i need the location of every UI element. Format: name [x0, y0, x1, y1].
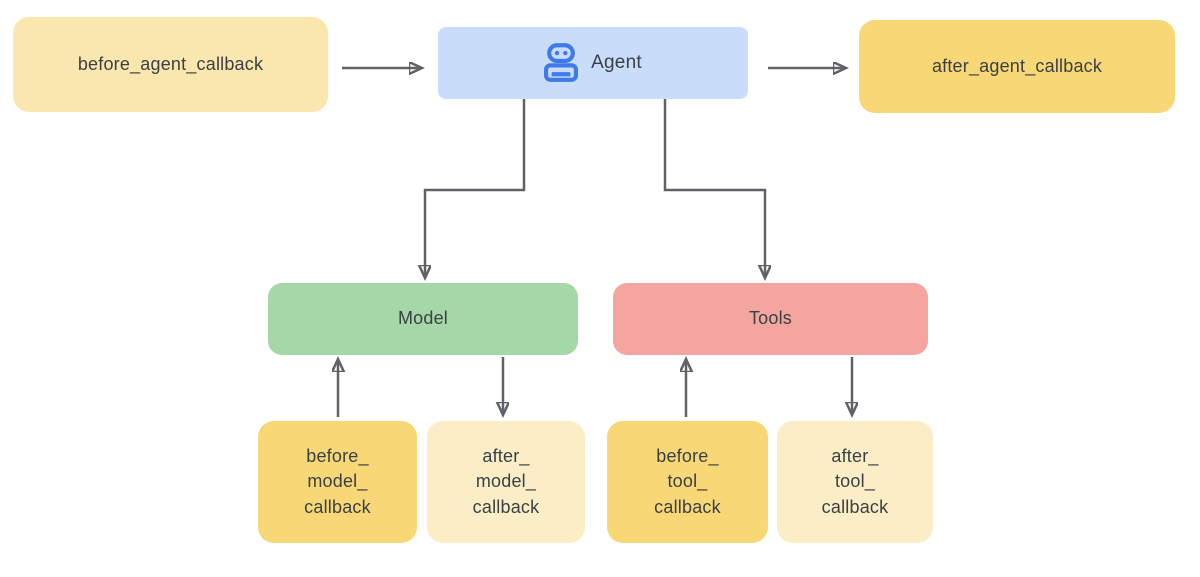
node-tools: Tools: [613, 283, 928, 355]
node-label: after_ model_ callback: [472, 446, 540, 517]
node-before-model-callback: before_ model_ callback: [258, 421, 417, 543]
node-before-tool-callback: before_ tool_ callback: [607, 421, 768, 543]
node-before-agent-callback: before_agent_callback: [13, 17, 328, 112]
node-label: before_ tool_ callback: [654, 446, 721, 517]
node-label: before_agent_callback: [77, 53, 264, 74]
node-label: after_agent_callback: [931, 55, 1103, 76]
robot-icon: [544, 43, 579, 83]
node-label: before_ model_ callback: [304, 446, 371, 517]
node-label: Tools: [748, 308, 793, 329]
node-label: Model: [397, 308, 449, 329]
node-after-tool-callback: after_ tool_ callback: [777, 421, 933, 543]
node-label: after_ tool_ callback: [821, 446, 889, 517]
node-after-agent-callback: after_agent_callback: [859, 20, 1175, 113]
edge-agent-to-tools: [663, 99, 765, 278]
node-label: Agent: [591, 51, 642, 73]
edge-agent-to-model: [425, 99, 526, 278]
node-after-model-callback: after_ model_ callback: [427, 421, 585, 543]
node-agent: Agent: [438, 27, 748, 99]
node-model: Model: [268, 283, 578, 355]
